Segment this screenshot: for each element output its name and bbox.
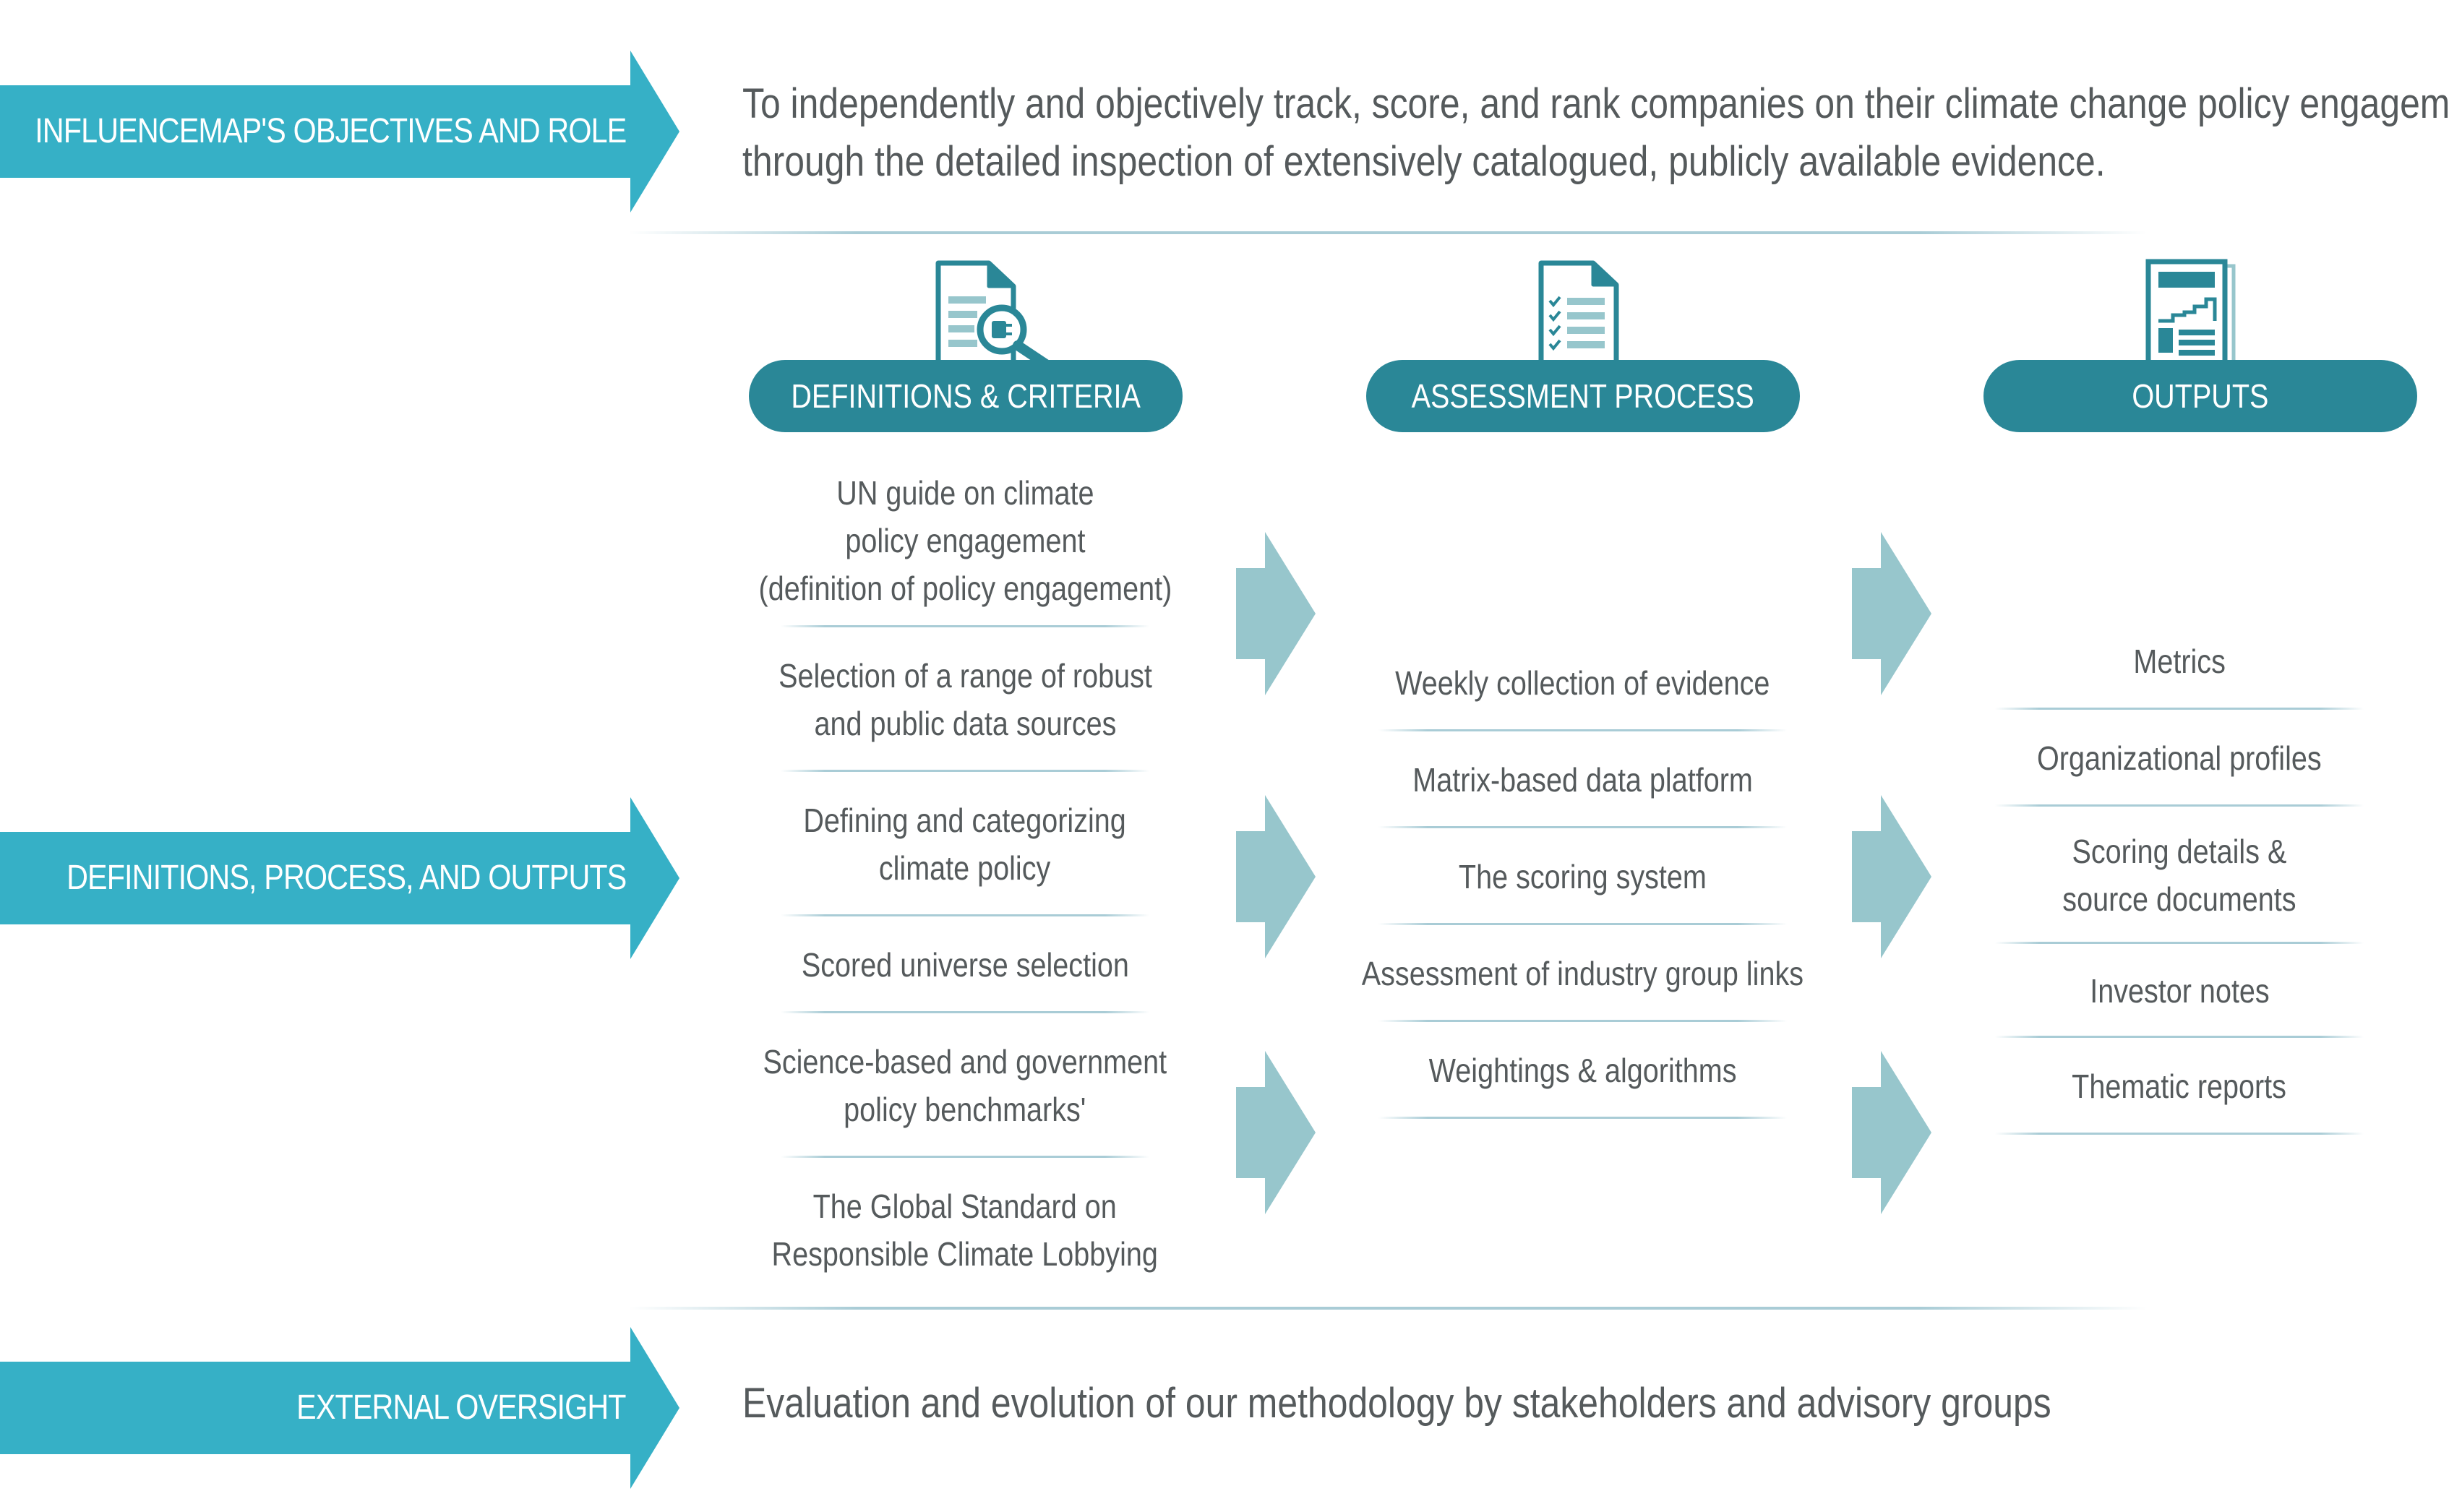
assessment-item-line: Weightings & algorithms — [1428, 1052, 1737, 1089]
definitions-item-line: and public data sources — [814, 705, 1116, 742]
definitions-criteria-list: UN guide on climate policy engagement (def… — [758, 454, 1172, 1302]
top-divider — [629, 231, 2147, 234]
outputs-item: Investor notes — [1995, 944, 2364, 1038]
outputs-item-line: Organizational profiles — [2037, 739, 2322, 777]
definitions-item: Selection of a range of robust and public… — [778, 627, 1152, 772]
assessment-item-line: The scoring system — [1459, 858, 1707, 895]
outputs-item-line: Thematic reports — [2072, 1068, 2287, 1105]
oversight-label: EXTERNAL OVERSIGHT — [296, 1388, 626, 1427]
definitions-item-line: Responsible Climate Lobbying — [771, 1235, 1159, 1273]
assessment-item: The scoring system — [1378, 828, 1787, 925]
objectives-label: INFLUENCEMAP'S OBJECTIVES AND ROLE — [34, 112, 627, 150]
flow-arrow-out-3 — [1852, 1051, 1931, 1214]
assessment-item: Weekly collection of evidence — [1378, 635, 1787, 731]
assessment-process-header: ASSESSMENT PROCESS — [1366, 360, 1800, 432]
definitions-item: UN guide on climate policy engagement (def… — [758, 454, 1172, 627]
definitions-item-line: Science-based and government — [763, 1043, 1167, 1081]
outputs-header: OUTPUTS — [1983, 360, 2417, 432]
flow-arrow-def-3 — [1236, 1051, 1316, 1214]
outputs-item: Organizational profiles — [1995, 710, 2364, 807]
objectives-text-line2: through the detailed inspection of exten… — [742, 138, 2106, 185]
definitions-item-line: (definition of policy engagement) — [758, 570, 1172, 607]
definitions-item-line: Selection of a range of robust — [778, 657, 1152, 695]
objectives-text-line1: To independently and objectively track, … — [742, 80, 2449, 127]
oversight-arrow: EXTERNAL OVERSIGHT — [0, 1327, 679, 1489]
flow-arrow-out-2 — [1852, 795, 1931, 958]
flow-arrow-out-1 — [1852, 532, 1931, 695]
definitions-item: Defining and categorizing climate policy — [781, 772, 1149, 916]
definitions-item: Science-based and government policy bench… — [763, 1013, 1167, 1158]
outputs-item-line: Metrics — [2133, 643, 2226, 680]
definitions-item: The Global Standard on Responsible Climat… — [772, 1158, 1158, 1302]
report-chart-icon — [2145, 259, 2236, 366]
process-label: DEFINITIONS, PROCESS, AND OUTPUTS — [66, 859, 627, 897]
definitions-item-line: policy engagement — [844, 522, 1086, 559]
definitions-item: Scored universe selection — [781, 916, 1149, 1013]
definitions-item-line: Defining and categorizing — [803, 802, 1127, 839]
flow-arrow-def-2 — [1236, 795, 1316, 958]
outputs-item-line: Scoring details & — [2072, 833, 2287, 870]
definitions-item-line: The Global Standard on — [812, 1187, 1118, 1225]
assessment-item-line: Matrix-based data platform — [1412, 761, 1753, 799]
objectives-arrow: INFLUENCEMAP'S OBJECTIVES AND ROLE — [0, 51, 679, 212]
definitions-item-line: policy benchmarks' — [844, 1091, 1086, 1128]
assessment-item: Assessment of industry group links — [1362, 925, 1803, 1022]
definitions-criteria-header: DEFINITIONS & CRITERIA — [749, 360, 1183, 432]
definitions-item-line: UN guide on climate — [836, 474, 1094, 512]
oversight-text: Evaluation and evolution of our methodol… — [742, 1380, 2051, 1427]
checklist-document-icon — [1538, 260, 1619, 369]
definitions-item-line: climate policy — [879, 849, 1051, 887]
assessment-item: Matrix-based data platform — [1378, 731, 1787, 828]
assessment-item: Weightings & algorithms — [1378, 1022, 1787, 1119]
assessment-item-line: Weekly collection of evidence — [1395, 664, 1770, 702]
definitions-item-line: Scored universe selection — [801, 946, 1129, 984]
bottom-divider — [629, 1307, 2147, 1310]
outputs-item: Thematic reports — [1995, 1038, 2364, 1135]
outputs-item: Metrics — [1995, 613, 2364, 710]
flow-arrow-def-1 — [1236, 532, 1316, 695]
assessment-item-line: Assessment of industry group links — [1361, 955, 1804, 992]
outputs-item-line: source documents — [2062, 880, 2296, 918]
process-arrow: DEFINITIONS, PROCESS, AND OUTPUTS — [0, 797, 679, 959]
outputs-item-line: Investor notes — [2089, 972, 2270, 1010]
document-search-icon — [935, 260, 1053, 369]
outputs-item: Scoring details & source documents — [1995, 807, 2364, 944]
